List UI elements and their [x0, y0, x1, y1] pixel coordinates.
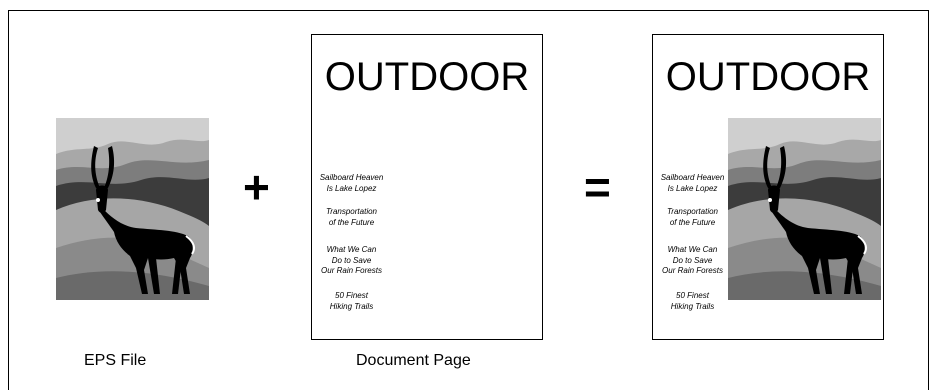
article-2: Transportation of the Future [326, 207, 377, 227]
combined-eps-image [728, 118, 881, 300]
article-1: Sailboard Heaven Is Lake Lopez [319, 173, 384, 193]
combined-article-3: What We Can Do to Save Our Rain Forests [662, 245, 723, 275]
plus-symbol: + [243, 161, 270, 213]
article-4: 50 Finest Hiking Trails [329, 291, 374, 311]
combined-article-4: 50 Finest Hiking Trails [670, 291, 715, 311]
eps-ground [56, 271, 209, 300]
combined-article-1: Sailboard Heaven Is Lake Lopez [660, 173, 725, 193]
combined-article-2: Transportation of the Future [667, 207, 718, 227]
eps-caption: EPS File [84, 352, 147, 369]
eps-image [56, 118, 209, 300]
gazelle [91, 146, 193, 294]
document-title: OUTDOOR [324, 55, 530, 99]
combined-page: OUTDOOR Sailboard Heaven Is Lake Lopez T… [652, 34, 884, 340]
combined-title: OUTDOOR [665, 55, 871, 99]
equals-symbol: = [584, 161, 611, 213]
figure-frame [8, 10, 929, 390]
document-page: OUTDOOR Sailboard Heaven Is Lake Lopez T… [311, 34, 543, 340]
article-3: What We Can Do to Save Our Rain Forests [321, 245, 382, 275]
page-caption: Document Page [356, 352, 471, 369]
